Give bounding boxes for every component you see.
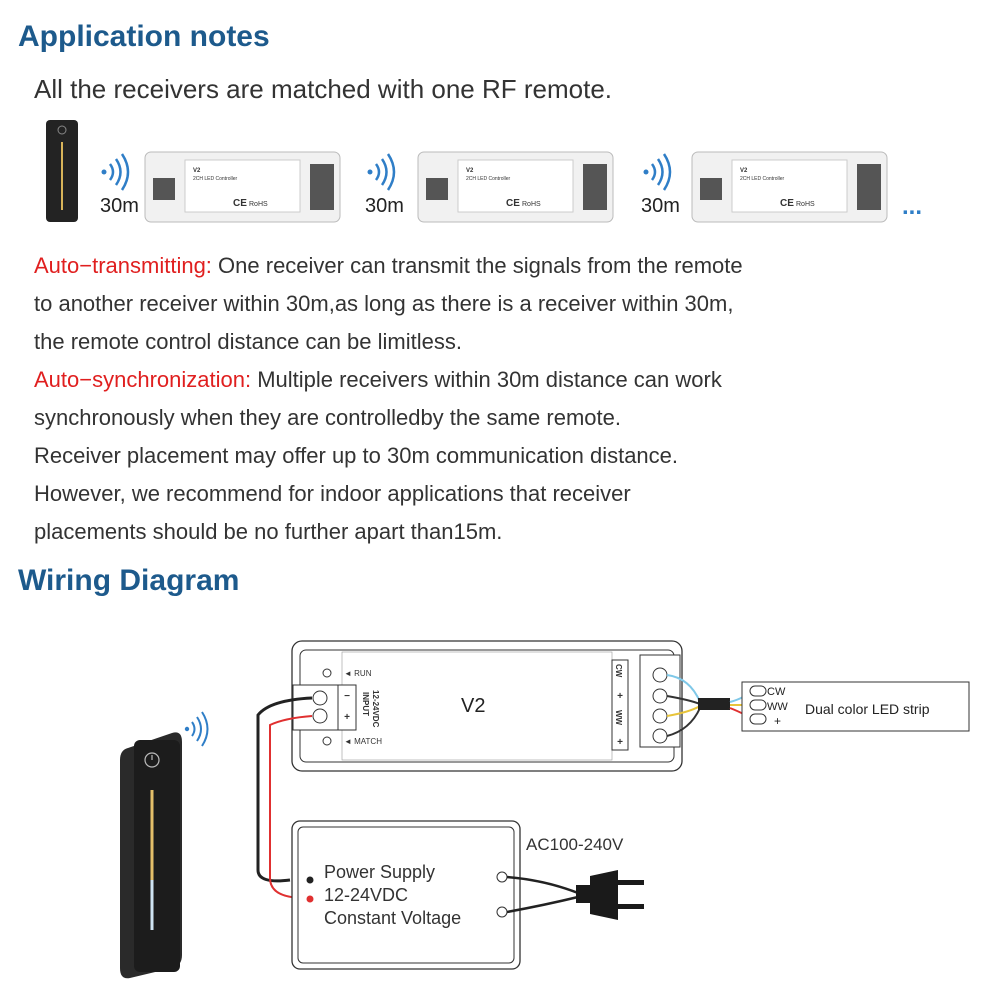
note-line-2: However, we recommend for indoor applica…	[34, 481, 631, 506]
svg-text:+: +	[344, 712, 350, 723]
note-line-3: placements should be no further apart th…	[34, 519, 503, 544]
svg-text:WW: WW	[614, 710, 623, 726]
transmit-line-2: to another receiver within 30m,as long a…	[34, 291, 734, 316]
controller-model: V2	[461, 695, 485, 717]
wiring-diagram: ◄ RUN ◄ MATCH V2 − + INPUT 12-24VDC CW +…	[120, 640, 970, 979]
controller-unit: V2 2CH LED Controller CE RoHS	[417, 151, 614, 223]
svg-text:RoHS: RoHS	[249, 201, 268, 208]
transmit-line-3: the remote control distance can be limit…	[34, 329, 462, 354]
wiring-heading: Wiring Diagram	[18, 564, 240, 597]
rf-remote-small	[46, 120, 78, 222]
svg-text:−: −	[344, 691, 350, 702]
transmit-label: Auto−transmitting:	[34, 253, 212, 278]
svg-text:RoHS: RoHS	[796, 201, 815, 208]
signal-icon	[184, 711, 209, 747]
signal-icon	[643, 153, 672, 191]
psu-line-2: 12-24VDC	[324, 885, 408, 905]
led-strip: CW WW + Dual color LED strip	[741, 681, 970, 732]
app-notes-heading: Application notes	[18, 20, 270, 53]
svg-text:2CH LED Controller: 2CH LED Controller	[740, 176, 785, 182]
svg-text:CW: CW	[767, 686, 786, 698]
svg-text:V2: V2	[740, 168, 748, 174]
signal-icon	[101, 153, 130, 191]
power-supply: Power Supply 12-24VDC Constant Voltage	[291, 820, 521, 970]
svg-text:WW: WW	[767, 701, 788, 713]
v2-controller: ◄ RUN ◄ MATCH V2 − + INPUT 12-24VDC CW +…	[291, 640, 683, 772]
ellipsis: ...	[902, 193, 922, 220]
psu-line-3: Constant Voltage	[324, 908, 461, 928]
sync-line-2: synchronously when they are controlledby…	[34, 405, 621, 430]
svg-text:2CH LED Controller: 2CH LED Controller	[193, 176, 238, 182]
svg-text:CW: CW	[614, 664, 623, 678]
transmit-line-1: Auto−transmitting: One receiver can tran…	[34, 253, 743, 278]
receivers-chain-illustration: 30m V2 2CH LED Controller CE RoHS 30m V2…	[46, 120, 922, 223]
svg-text:12-24VDC: 12-24VDC	[371, 690, 380, 728]
svg-text:INPUT: INPUT	[361, 692, 370, 716]
signal-icon	[367, 153, 396, 191]
intro-text: All the receivers are matched with one R…	[34, 74, 613, 104]
svg-text:+: +	[617, 737, 623, 748]
controller-unit: V2 2CH LED Controller CE RoHS	[691, 151, 888, 223]
svg-text:CE: CE	[506, 198, 520, 209]
sync-line-1: Auto−synchronization: Multiple receivers…	[34, 367, 722, 392]
range-label: 30m	[641, 195, 680, 217]
controller-unit: V2 2CH LED Controller CE RoHS	[144, 151, 341, 223]
svg-text:V2: V2	[193, 168, 201, 174]
range-label: 30m	[365, 195, 404, 217]
strip-label: Dual color LED strip	[805, 701, 930, 717]
run-label: ◄ RUN	[344, 669, 372, 678]
output-wires	[666, 674, 753, 737]
svg-text:RoHS: RoHS	[522, 201, 541, 208]
svg-text:V2: V2	[466, 168, 474, 174]
svg-text:CE: CE	[233, 198, 247, 209]
sync-label: Auto−synchronization:	[34, 367, 252, 392]
svg-text:+: +	[774, 714, 781, 728]
svg-text:+: +	[617, 691, 623, 702]
input-wires	[256, 696, 313, 899]
ac-plug-icon	[506, 870, 644, 920]
rf-remote	[120, 732, 182, 979]
svg-text:CE: CE	[780, 198, 794, 209]
ac-voltage-label: AC100-240V	[526, 835, 624, 854]
range-label: 30m	[100, 195, 139, 217]
note-line-1: Receiver placement may offer up to 30m c…	[34, 443, 679, 468]
svg-text:2CH LED Controller: 2CH LED Controller	[466, 176, 511, 182]
psu-line-1: Power Supply	[324, 862, 435, 882]
match-label: ◄ MATCH	[344, 737, 382, 746]
